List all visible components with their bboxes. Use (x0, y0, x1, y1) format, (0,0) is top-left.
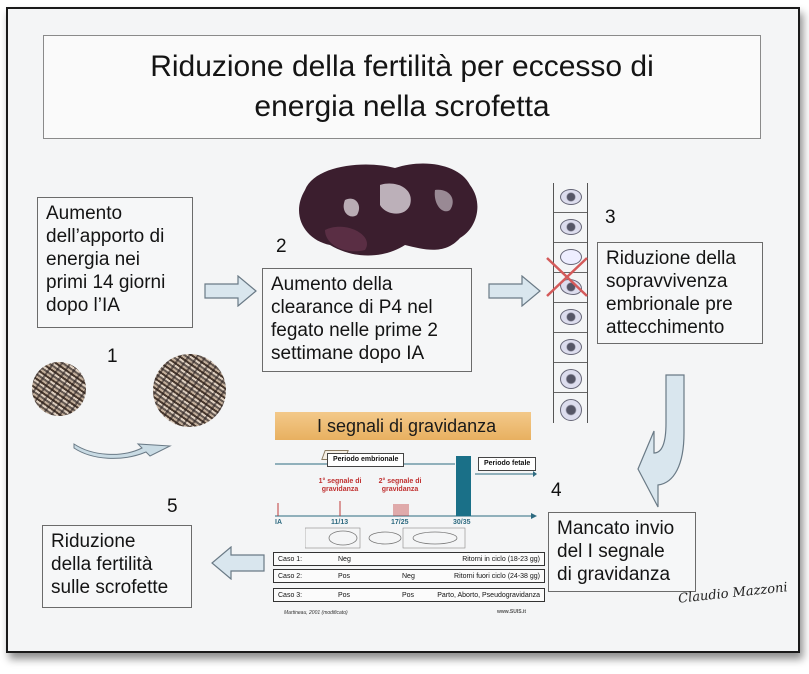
step-1-number: 1 (107, 346, 118, 367)
step-2-line: fegato nelle prime 2 (271, 320, 438, 341)
title-box: Riduzione della fertilità per eccesso di… (43, 35, 761, 139)
case-outcome: Ritorni fuori ciclo (24-38 gg) (454, 573, 540, 580)
step-2-box: Aumento della clearance di P4 nel fegato… (262, 268, 472, 372)
embryo-stage-icon (554, 213, 587, 243)
title-line-1: Riduzione della fertilità per eccesso di (150, 50, 654, 83)
case-label: Caso 3: (278, 592, 303, 599)
step-1-line: energia nei (46, 249, 141, 270)
case-label: Caso 1: (278, 556, 303, 563)
embryo-stage-icon (554, 303, 587, 333)
banner-title: I segnali di gravidanza (317, 416, 497, 436)
step-3-line: attecchimento (606, 317, 725, 338)
step-5-number: 5 (167, 496, 178, 517)
step-1-line: dopo l’IA (46, 295, 120, 316)
case-label: Caso 2: (278, 573, 303, 580)
first-signal-line: gravidanza (321, 486, 359, 493)
embryo-stage-icon (554, 183, 587, 213)
step-3-line: embrionale pre (606, 294, 733, 315)
first-signal-line: 1° segnale di (318, 478, 362, 485)
left-arrow-icon (211, 546, 265, 580)
step-3-line: Riduzione della (606, 248, 736, 269)
second-signal-line: 2° segnale di (378, 478, 422, 485)
step-4-number: 4 (551, 480, 562, 501)
embryo-stage-icon (554, 273, 587, 303)
case-first-signal: Pos (338, 592, 351, 599)
curved-down-arrow-icon (636, 373, 690, 509)
step-1-line: Aumento (46, 203, 123, 224)
step-2-number: 2 (276, 236, 287, 257)
case-outcome: Parto, Aborto, Pseudogravidanza (437, 592, 540, 599)
step-2-line: Aumento della (271, 274, 393, 295)
first-signal-label: 1° segnale di gravidanza (315, 478, 365, 494)
right-arrow-icon (204, 275, 258, 307)
case-second-signal: Neg (402, 573, 415, 580)
pregnancy-signals-banner: I segnali di gravidanza (275, 412, 531, 460)
step-4-box: Mancato invio del I segnale di gravidanz… (548, 512, 696, 592)
step-2-line: settimane dopo IA (271, 343, 425, 364)
embryo-stage-icon (554, 333, 587, 363)
tick-17-25: 17/25 (391, 519, 409, 526)
fetal-period-label: Periodo fetale (478, 457, 537, 471)
step-5-line: sulle scrofette (51, 577, 169, 598)
embryo-development-strip (553, 183, 588, 423)
website: www.SUIS.it (497, 609, 526, 615)
step-4-line: di gravidanza (557, 564, 671, 585)
step-4-line: del I segnale (557, 541, 665, 562)
step-3-number: 3 (605, 207, 616, 228)
title-line-2: energia nella scrofetta (254, 90, 550, 123)
embryo-sketches (304, 527, 467, 549)
step-5-box: Riduzione della fertilità sulle scrofett… (42, 525, 192, 608)
case-outcome: Ritorni in ciclo (18-23 gg) (462, 556, 540, 563)
case-row-3: Caso 3: Pos Pos Parto, Aborto, Pseudogra… (273, 588, 545, 602)
step-5-line: Riduzione (51, 531, 136, 552)
second-signal-label: 2° segnale di gravidanza (375, 478, 425, 494)
step-3-line: sopravvivenza (606, 271, 728, 292)
step-1-line: primi 14 giorni (46, 272, 166, 293)
case-first-signal: Neg (338, 556, 351, 563)
liver-image (285, 160, 495, 265)
embryo-stage-icon (554, 393, 587, 425)
case-second-signal: Pos (402, 592, 415, 599)
step-5-line: della fertilità (51, 554, 153, 575)
curved-increase-arrow-icon (72, 440, 172, 460)
case-first-signal: Pos (338, 573, 351, 580)
citation: Martineau, 2001 (modificato) (284, 610, 348, 616)
step-1-line: dell’apporto di (46, 226, 165, 247)
embryonic-period-label: Periodo embrionale (327, 453, 405, 467)
step-1-box: Aumento dell’apporto di energia nei prim… (37, 197, 193, 328)
case-row-2: Caso 2: Pos Neg Ritorni fuori ciclo (24-… (273, 569, 545, 583)
second-signal-line: gravidanza (381, 486, 419, 493)
embryo-stage-icon (554, 363, 587, 393)
tick-30-35: 30/35 (453, 519, 471, 526)
right-arrow-icon (488, 275, 542, 307)
step-2-line: clearance di P4 nel (271, 297, 433, 318)
large-feed-pellets-image (153, 354, 226, 427)
step-4-line: Mancato invio (557, 518, 675, 539)
pregnancy-timeline: Periodo embrionale Periodo fetale 1° seg… (275, 453, 537, 528)
step-3-box: Riduzione della sopravvivenza embrionale… (597, 242, 763, 344)
tick-11-13: 11/13 (331, 519, 349, 526)
tick-ia: IA (275, 519, 282, 526)
cross-mark-icon (544, 255, 590, 304)
small-feed-pellets-image (32, 362, 86, 416)
case-row-1: Caso 1: Neg Ritorni in ciclo (18-23 gg) (273, 552, 545, 566)
